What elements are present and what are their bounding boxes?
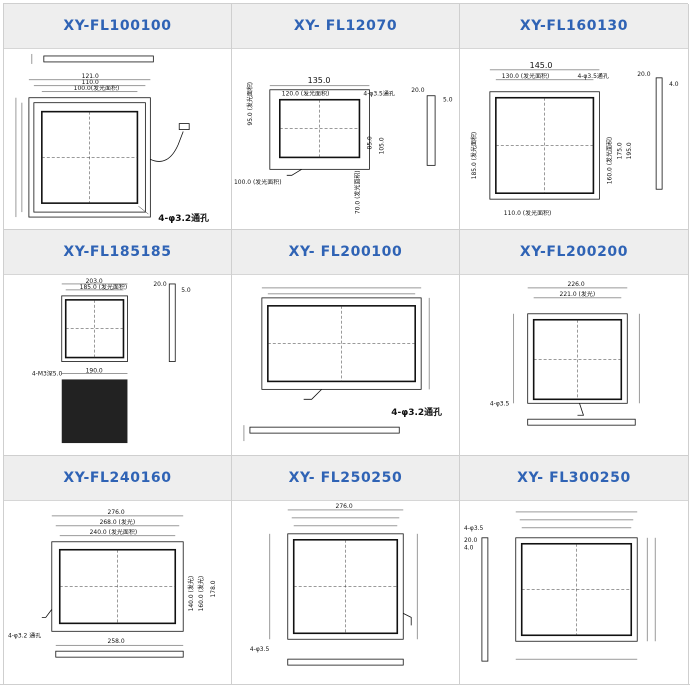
model-title: XY-FL200200 <box>519 244 629 260</box>
dim-label: 20.0 <box>637 71 651 78</box>
dim-label: 175.0 <box>616 142 623 159</box>
dim-label: 276.0 <box>336 503 353 510</box>
model-title: XY- FL300250 <box>517 470 631 486</box>
product-card: XY- FL200100 4-φ3.2通孔 <box>232 230 460 456</box>
card-header: XY- FL200100 <box>232 230 459 275</box>
dim-label: 221.0 (发光) <box>560 290 596 298</box>
model-title: XY- FL200100 <box>288 244 403 260</box>
dim-label: 5.0 <box>181 287 191 294</box>
dim-label: 203.0 <box>86 278 103 285</box>
hole-note: 4-φ3.2通孔 <box>391 406 442 418</box>
product-card: XY-FL160130 145.0 130.0 (发光面积) 4-φ3.5通孔 … <box>460 4 689 230</box>
product-card: XY- FL250250 276.0 4-φ3.5 <box>232 456 460 687</box>
dim-label: 110.0 (发光面积) <box>504 209 552 217</box>
model-title: XY- FL12070 <box>293 18 398 34</box>
product-card: XY-FL100100 121.0 110.0 100.0(发光面积) <box>4 4 232 230</box>
dim-label: 160.0 (发光) <box>197 576 205 612</box>
dim-label: 4-φ3.5通孔 <box>577 72 608 80</box>
model-title: XY-FL100100 <box>63 18 172 34</box>
product-card: XY- FL300250 4-φ3.5 20.0 4.0 <box>460 456 689 687</box>
dim-label: 100.0 (发光面积) <box>234 178 282 186</box>
table-bottom-edge <box>0 684 690 687</box>
dim-label: 160.0 (发光面积) <box>605 137 613 185</box>
dim-label: 240.0 (发光面积) <box>90 528 138 536</box>
technical-drawing: 4-φ3.2通孔 <box>232 276 459 455</box>
dim-label: 4-φ3.5 <box>464 525 484 532</box>
technical-drawing: 226.0 221.0 (发光) 4-φ3.5 <box>460 276 688 455</box>
model-title: XY-FL185185 <box>63 244 172 260</box>
dim-label: 4-M3深5.0 <box>32 369 63 377</box>
product-card: XY- FL12070 135.0 120.0 (发光面积) 4-φ3.5通孔 … <box>232 4 460 230</box>
model-title: XY-FL160130 <box>519 18 629 34</box>
dim-label: 185.0 (发光面积) <box>80 283 128 291</box>
dim-label: 20.0 <box>411 87 425 94</box>
product-card: XY-FL200200 226.0 221.0 (发光) 4-φ3.5 <box>460 230 689 456</box>
dim-label: 135.0 <box>308 76 331 85</box>
card-header: XY- FL300250 <box>460 456 688 501</box>
dim-label: 4.0 <box>464 545 474 552</box>
dim-label: 121.0 <box>82 73 99 80</box>
dim-label: 258.0 <box>108 638 125 645</box>
card-header: XY-FL160130 <box>460 4 688 49</box>
technical-drawing: 276.0 4-φ3.5 <box>232 502 459 686</box>
dim-label: 185.0 (发光面积) <box>470 132 478 180</box>
hole-note: 4-φ3.2通孔 <box>158 212 209 224</box>
dim-label: 4-φ3.5 <box>250 646 270 653</box>
card-header: XY- FL250250 <box>232 456 459 501</box>
card-header: XY- FL12070 <box>232 4 459 49</box>
technical-drawing: 145.0 130.0 (发光面积) 4-φ3.5通孔 185.0 (发光面积)… <box>460 50 688 229</box>
dim-label: 178.0 <box>210 580 217 597</box>
card-header: XY-FL200200 <box>460 230 688 275</box>
model-title: XY- FL250250 <box>288 470 403 486</box>
dim-label: 195.0 <box>626 142 633 159</box>
dim-label: 226.0 <box>568 281 585 288</box>
product-card: XY-FL240160 276.0 268.0 (发光) 240.0 (发光面积… <box>4 456 232 687</box>
dim-label: 4.0 <box>669 81 679 88</box>
dim-label: 20.0 <box>153 281 167 288</box>
product-grid: XY-FL100100 121.0 110.0 100.0(发光面积) <box>3 3 689 687</box>
dim-label: 5.0 <box>443 97 453 104</box>
card-header: XY-FL100100 <box>4 4 231 49</box>
dim-label: 268.0 (发光) <box>100 518 136 526</box>
dim-label: 145.0 <box>530 61 553 70</box>
dim-label: 110.0 <box>82 79 99 86</box>
technical-drawing: 203.0 185.0 (发光面积) 20.0 5.0 190.0 4-M3深5… <box>4 276 231 455</box>
card-header: XY-FL185185 <box>4 230 231 275</box>
model-title: XY-FL240160 <box>63 470 172 486</box>
dim-label: 120.0 (发光面积) <box>282 90 330 98</box>
dim-label: 190.0 <box>86 367 103 374</box>
dim-label: 95.0 (发光面积) <box>246 82 254 126</box>
technical-drawing: 4-φ3.5 20.0 4.0 <box>460 502 688 686</box>
dim-label: 130.0 (发光面积) <box>502 72 550 80</box>
product-card: XY-FL185185 203.0 185.0 (发光面积) 20.0 5.0 … <box>4 230 232 456</box>
dim-label: 276.0 <box>108 509 125 516</box>
dim-label: 4-φ3.5通孔 <box>363 90 394 98</box>
technical-drawing: 276.0 268.0 (发光) 240.0 (发光面积) 140.0 (发光)… <box>4 502 231 686</box>
dim-label: 70.0 (发光面积) <box>353 170 361 214</box>
dim-label: 100.0(发光面积) <box>74 84 120 92</box>
dim-label: 4-φ3.5 <box>490 400 510 407</box>
dim-label: 20.0 <box>464 537 477 544</box>
card-header: XY-FL240160 <box>4 456 231 501</box>
technical-drawing: 135.0 120.0 (发光面积) 4-φ3.5通孔 95.0 (发光面积) … <box>232 50 459 229</box>
dim-label: 4-φ3.2 通孔 <box>8 631 41 639</box>
dim-label: 105.0 <box>378 137 385 154</box>
dim-label: 85.0 <box>366 136 373 149</box>
dim-label: 140.0 (发光) <box>187 576 195 612</box>
technical-drawing: 121.0 110.0 100.0(发光面积) 4-φ3.2通孔 <box>4 50 231 229</box>
